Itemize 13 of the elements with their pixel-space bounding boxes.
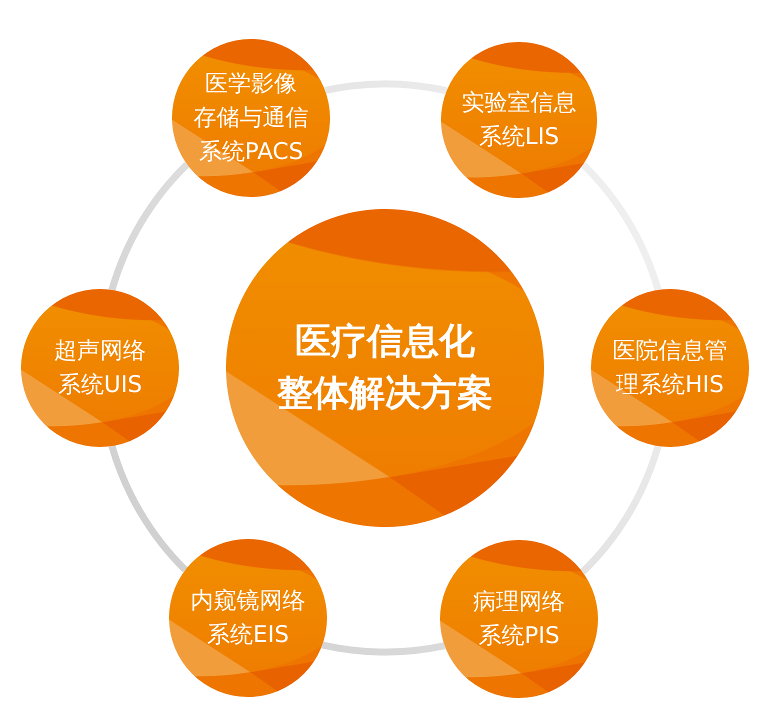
ring-arc [108,444,188,572]
circle-label: 医院信息管理系统HIS [612,337,728,400]
ring-arc [580,162,662,292]
ring-arc [324,80,448,94]
circle-label: 医疗信息化整体解决方案 [277,320,493,416]
circle-label: 内窥镜网络系统EIS [190,587,306,650]
circle-label: 医学影像存储与通信系统PACS [194,70,308,167]
circle-label: 病理网络系统PIS [473,588,565,651]
ring-arc [322,642,446,656]
circle-label: 超声网络系统UIS [54,337,146,400]
ring-arc [580,444,662,574]
circle-label: 实验室信息系统LIS [462,89,576,152]
ring-arc [108,162,190,292]
